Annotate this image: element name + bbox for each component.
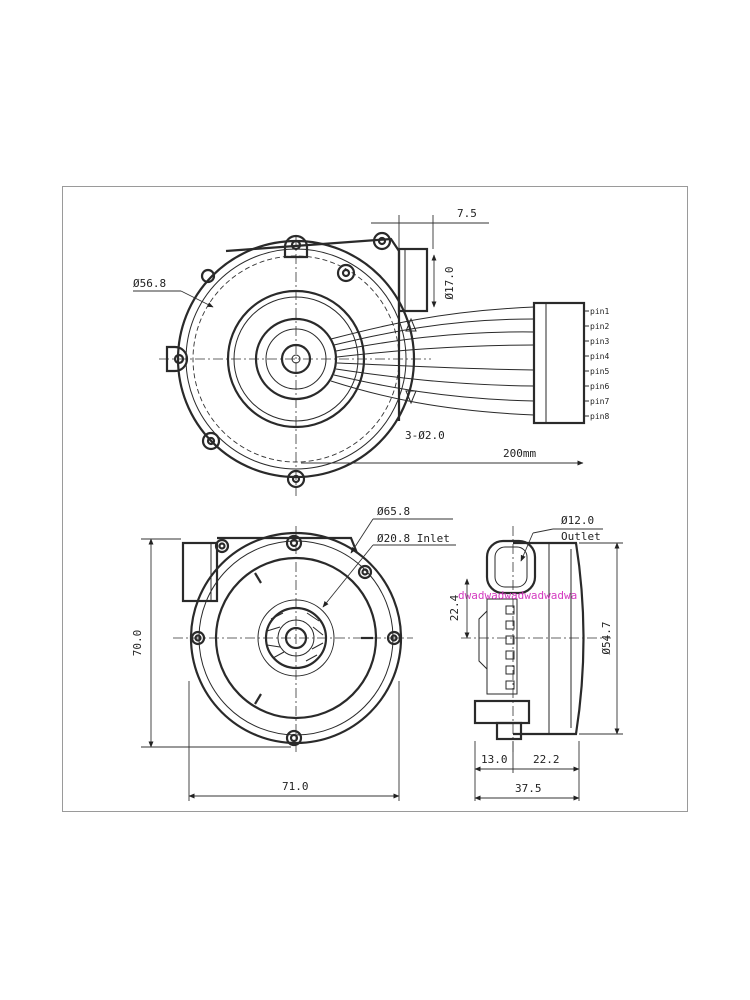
dim-side-22-4: 22.4	[448, 594, 461, 621]
pin-label: pin1	[590, 307, 609, 316]
pin-label: pin5	[590, 367, 609, 376]
dim-side-22-2: 22.2	[533, 753, 560, 766]
dim-height: 70.0	[131, 630, 144, 657]
dim-side-37-5: 37.5	[515, 782, 542, 795]
side-view: dwadwadwadwadwadwa Ø12.0 Outlet 22.4 Ø54…	[448, 514, 623, 801]
front-view: 70.0 71.0 Ø65.8 Ø20.8 Inlet	[131, 505, 456, 801]
dim-housing-diameter: Ø56.8	[133, 277, 166, 290]
pin-label: pin8	[590, 412, 609, 421]
drawing-sheet: pin1 pin2 pin3 pin4 pin5 pin6 pin7 pin8 …	[62, 186, 688, 812]
watermark-text: dwadwadwadwadwadwa	[458, 589, 577, 602]
dim-side-54-7: Ø54.7	[600, 621, 613, 654]
dim-holes: 3-Ø2.0	[405, 429, 445, 442]
pin-label: pin6	[590, 382, 609, 391]
top-view: pin1 pin2 pin3 pin4 pin5 pin6 pin7 pin8 …	[133, 207, 609, 496]
dim-side-13-0: 13.0	[481, 753, 508, 766]
dim-cable-length: 200mm	[503, 447, 536, 460]
technical-drawing: pin1 pin2 pin3 pin4 pin5 pin6 pin7 pin8 …	[131, 207, 623, 801]
outlet-label: Outlet	[561, 530, 601, 543]
pin-label: pin3	[590, 337, 609, 346]
dim-outlet-diameter: Ø17.0	[443, 266, 456, 299]
dim-outlet-side-diameter: Ø12.0	[561, 514, 594, 527]
pin-label: pin2	[590, 322, 609, 331]
pin-label: pin7	[590, 397, 609, 406]
dim-offset: 7.5	[457, 207, 477, 220]
dim-width: 71.0	[282, 780, 309, 793]
dim-inlet-diameter: Ø20.8 Inlet	[377, 532, 450, 545]
dim-body-diameter: Ø65.8	[377, 505, 410, 518]
pin-label: pin4	[590, 352, 609, 361]
